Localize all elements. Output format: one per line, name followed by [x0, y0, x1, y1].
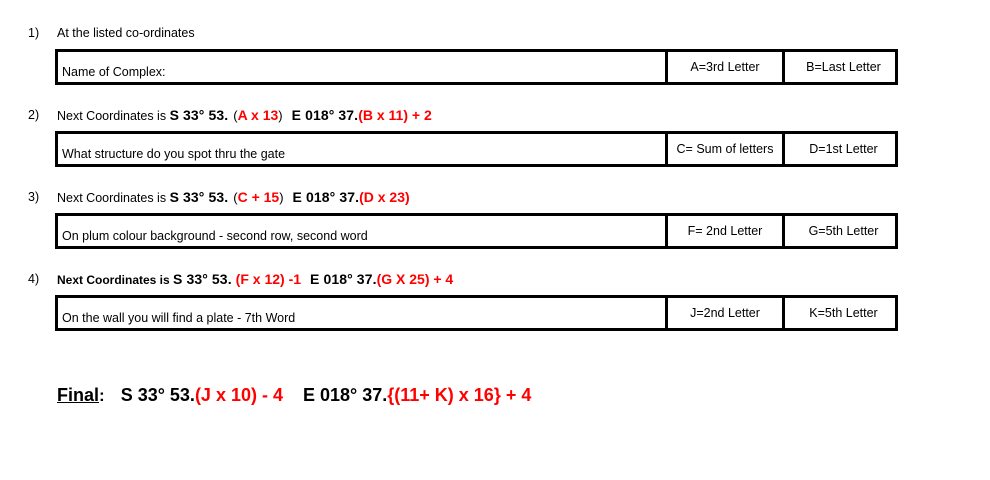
paren-open-2: (	[233, 108, 238, 123]
formula-east-2: (B x 11) + 2	[358, 107, 432, 123]
letter-key-cell-a-2: C= Sum of letters	[668, 134, 785, 164]
question-number-2: 2)	[28, 108, 40, 122]
answer-table-3: On plum colour background - second row, …	[55, 213, 898, 249]
question-line-1: 1) At the listed co-ordinates	[0, 22, 990, 44]
answer-table-4: On the wall you will find a plate - 7th …	[55, 295, 898, 331]
answer-input-cell-1[interactable]: Name of Complex:	[58, 52, 668, 82]
letter-key-cell-b-4: K=5th Letter	[785, 298, 902, 328]
question-number-4: 4)	[28, 272, 40, 286]
coord-east-3: E 018° 37.	[292, 189, 360, 205]
section-2: 2) Next Coordinates is S 33° 53. (A x 13)…	[0, 104, 990, 167]
final-label: Final	[57, 385, 100, 405]
letter-key-b-1: B=Last Letter	[806, 60, 881, 74]
letter-key-cell-b-2: D=1st Letter	[785, 134, 902, 164]
question-number-3: 3)	[28, 190, 40, 204]
final-colon: :	[99, 386, 105, 405]
section-1: 1) At the listed co-ordinates Name of Co…	[0, 22, 990, 85]
question-text-2: Next Coordinates is S 33° 53. (A x 13) E 0…	[57, 104, 432, 127]
formula-south-4: (F x 12) -1	[235, 271, 302, 287]
prompt-lead-4: Next Coordinates is	[57, 273, 174, 287]
question-line-3: 3) Next Coordinates is S 33° 53. (C + 15)…	[0, 186, 990, 208]
answer-question-label-3: On plum colour background - second row, …	[62, 229, 368, 243]
prompt-lead-1: At the listed co-ordinates	[57, 26, 195, 40]
formula-south-2: A x 13	[237, 107, 279, 123]
section-4: 4) Next Coordinates is S 33° 53. (F x 12…	[0, 268, 990, 331]
question-line-2: 2) Next Coordinates is S 33° 53. (A x 13)…	[0, 104, 990, 126]
question-text-1: At the listed co-ordinates	[57, 22, 195, 44]
letter-key-b-4: K=5th Letter	[809, 306, 878, 320]
letter-key-cell-b-1: B=Last Letter	[785, 52, 902, 82]
letter-key-cell-a-3: F= 2nd Letter	[668, 216, 785, 246]
final-formula-south: (J x 10) - 4	[194, 385, 283, 405]
letter-key-cell-b-3: G=5th Letter	[785, 216, 902, 246]
paren-open-3: (	[233, 190, 238, 205]
paren-close-2: )	[278, 108, 283, 123]
answer-table-2: What structure do you spot thru the gate…	[55, 131, 898, 167]
letter-key-a-2: C= Sum of letters	[676, 142, 774, 156]
answer-question-label-1: Name of Complex:	[62, 65, 166, 79]
answer-input-cell-3[interactable]: On plum colour background - second row, …	[58, 216, 668, 246]
final-coordinates-line: Final: S 33° 53.(J x 10) - 4 E 018° 37.{(1…	[57, 383, 531, 408]
coord-east-4: E 018° 37.	[310, 271, 377, 287]
letter-key-b-3: G=5th Letter	[808, 224, 879, 238]
question-text-3: Next Coordinates is S 33° 53. (C + 15) E 0…	[57, 186, 410, 209]
answer-question-label-2: What structure do you spot thru the gate	[62, 147, 286, 161]
answer-table-1: Name of Complex: A=3rd Letter B=Last Let…	[55, 49, 898, 85]
letter-key-a-1: A=3rd Letter	[690, 60, 760, 74]
letter-key-cell-a-4: J=2nd Letter	[668, 298, 785, 328]
final-formula-east: {(11+ K) x 16} + 4	[387, 385, 532, 405]
formula-east-3: (D x 23)	[359, 189, 410, 205]
prompt-lead-2: Next Coordinates is	[57, 109, 170, 123]
letter-key-cell-a-1: A=3rd Letter	[668, 52, 785, 82]
letter-key-a-4: J=2nd Letter	[690, 306, 760, 320]
final-coord-south: S 33° 53.	[120, 385, 195, 405]
section-3: 3) Next Coordinates is S 33° 53. (C + 15)…	[0, 186, 990, 249]
final-coord-east: E 018° 37.	[302, 385, 388, 405]
answer-input-cell-2[interactable]: What structure do you spot thru the gate	[58, 134, 668, 164]
answer-question-label-4: On the wall you will find a plate - 7th …	[62, 311, 296, 325]
formula-south-3: C + 15	[237, 189, 280, 205]
coord-south-3: S 33° 53.	[169, 189, 229, 205]
answer-input-cell-4[interactable]: On the wall you will find a plate - 7th …	[58, 298, 668, 328]
letter-key-b-2: D=1st Letter	[809, 142, 878, 156]
paren-close-3: )	[279, 190, 284, 205]
question-number-1: 1)	[28, 26, 40, 40]
formula-east-4: (G X 25) + 4	[376, 271, 454, 287]
coord-south-2: S 33° 53.	[169, 107, 229, 123]
coord-south-4: S 33° 53.	[173, 271, 236, 287]
coord-east-2: E 018° 37.	[291, 107, 359, 123]
question-line-4: 4) Next Coordinates is S 33° 53. (F x 12…	[0, 268, 990, 290]
prompt-lead-3: Next Coordinates is	[57, 191, 170, 205]
letter-key-a-3: F= 2nd Letter	[687, 224, 763, 238]
question-text-4: Next Coordinates is S 33° 53. (F x 12) -…	[57, 268, 453, 291]
